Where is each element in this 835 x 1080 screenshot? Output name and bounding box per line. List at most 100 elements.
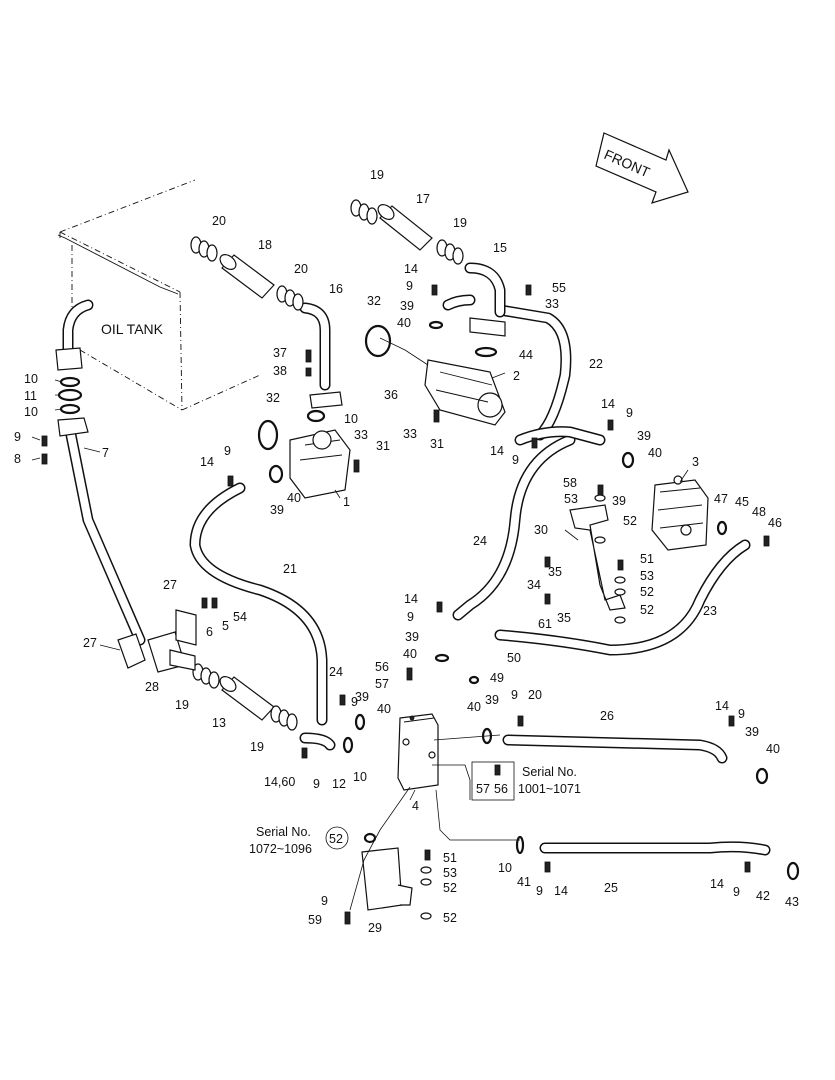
callout-40-a: 40 — [397, 316, 411, 330]
callout-9-k: 9 — [536, 884, 543, 898]
callout-9-l: 9 — [733, 885, 740, 899]
callout-40-e: 40 — [377, 702, 391, 716]
callout-19-c: 19 — [175, 698, 189, 712]
callout-42: 42 — [756, 889, 770, 903]
leader-lines — [31, 337, 689, 911]
callout-46: 46 — [768, 516, 782, 530]
hose-17 — [377, 204, 433, 251]
callout-39-d: 39 — [612, 494, 626, 508]
callout-35-b: 35 — [557, 611, 571, 625]
callout-32-a: 32 — [367, 294, 381, 308]
hose-18 — [219, 254, 275, 299]
callout-9-i: 9 — [738, 707, 745, 721]
callout-45: 45 — [735, 495, 749, 509]
callout-43: 43 — [785, 895, 799, 909]
callout-14-h: 14 — [710, 877, 724, 891]
callout-52-d: 52 — [329, 832, 343, 846]
callout-9-h: 9 — [511, 688, 518, 702]
callout-7: 7 — [102, 446, 109, 460]
callout-1: 1 — [343, 495, 350, 509]
callout-3: 3 — [692, 455, 699, 469]
callout-14-60: 14,60 — [264, 775, 295, 789]
callout-40-b: 40 — [287, 491, 301, 505]
callout-39-f: 39 — [355, 690, 369, 704]
callout-14-e: 14 — [404, 592, 418, 606]
callout-16: 16 — [329, 282, 343, 296]
callout-40-f: 40 — [467, 700, 481, 714]
callout-35-a: 35 — [548, 565, 562, 579]
callout-33-b: 33 — [354, 428, 368, 442]
callout-9-e: 9 — [626, 406, 633, 420]
serial-a-line1: Serial No. — [522, 765, 577, 779]
callout-9-f: 9 — [407, 610, 414, 624]
callout-5: 5 — [222, 619, 229, 633]
oil-tank: OIL TANK — [57, 179, 261, 411]
callout-13: 13 — [212, 716, 226, 730]
callout-9-j: 9 — [313, 777, 320, 791]
callout-20-c: 20 — [528, 688, 542, 702]
callout-24-b: 24 — [329, 665, 343, 679]
serial-b-line2: 1072~1096 — [249, 842, 312, 856]
callout-11: 11 — [24, 389, 37, 403]
serial-b-line1: Serial No. — [256, 825, 311, 839]
fitting-28 — [117, 609, 197, 673]
serial-box — [471, 761, 515, 801]
valve-block-4 — [397, 713, 439, 791]
callout-25: 25 — [604, 881, 618, 895]
callout-48: 48 — [752, 505, 766, 519]
callout-61: 61 — [538, 617, 552, 631]
callout-39-g: 39 — [485, 693, 499, 707]
serial-52-circle — [325, 826, 349, 850]
callout-52-a: 52 — [623, 514, 637, 528]
callout-40-g: 40 — [766, 742, 780, 756]
callout-33-c: 33 — [403, 427, 417, 441]
bracket-30 — [569, 504, 626, 611]
bracket-29 — [361, 847, 413, 911]
pump-2 — [424, 317, 506, 426]
callout-10-e: 10 — [498, 861, 512, 875]
callout-9-c: 9 — [406, 279, 413, 293]
callout-44: 44 — [519, 348, 533, 362]
callout-15: 15 — [493, 241, 507, 255]
callout-9-g: 9 — [351, 695, 358, 709]
callout-18: 18 — [258, 238, 272, 252]
callout-41: 41 — [517, 875, 531, 889]
callout-4: 4 — [412, 799, 419, 813]
callout-39-b: 39 — [270, 503, 284, 517]
callout-49: 49 — [490, 671, 504, 685]
callout-51-b: 51 — [443, 851, 457, 865]
callout-57-a: 57 — [375, 677, 389, 691]
callout-2: 2 — [513, 369, 520, 383]
callout-52-c: 52 — [640, 603, 654, 617]
callout-32-b: 32 — [266, 391, 280, 405]
seals — [57, 320, 800, 881]
callout-53-c: 53 — [443, 866, 457, 880]
callout-19-d: 19 — [250, 740, 264, 754]
callout-27-a: 27 — [163, 578, 177, 592]
callout-21: 21 — [283, 562, 297, 576]
callout-31-a: 31 — [376, 439, 390, 453]
callout-52-b: 52 — [640, 585, 654, 599]
callout-17: 17 — [416, 192, 430, 206]
callout-56-a: 56 — [375, 660, 389, 674]
callout-8: 8 — [14, 452, 21, 466]
callout-9-a: 9 — [14, 430, 21, 444]
callout-9-m: 9 — [321, 894, 328, 908]
bolts — [41, 284, 770, 925]
rubber-hoses — [219, 204, 433, 721]
callout-34: 34 — [527, 578, 541, 592]
callout-10-c: 10 — [344, 412, 358, 426]
callout-19-b: 19 — [453, 216, 467, 230]
callout-19-a: 19 — [370, 168, 384, 182]
callout-20-b: 20 — [294, 262, 308, 276]
callout-39-e: 39 — [405, 630, 419, 644]
callout-12: 12 — [332, 777, 346, 791]
callout-14-g: 14 — [554, 884, 568, 898]
callout-14-f: 14 — [715, 699, 729, 713]
serial-a-line2: 1001~1071 — [518, 782, 581, 796]
callout-57-b: 57 — [476, 782, 490, 796]
callout-55: 55 — [552, 281, 566, 295]
callout-40-c: 40 — [648, 446, 662, 460]
hose-13 — [219, 676, 275, 721]
